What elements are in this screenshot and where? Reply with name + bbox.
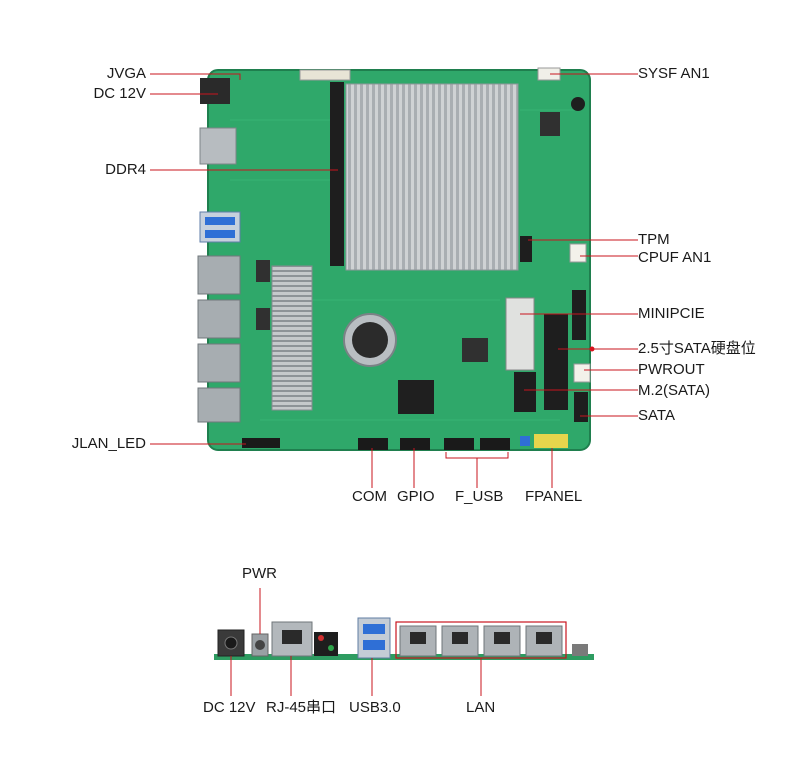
label-f-usb: F_USB	[455, 488, 504, 505]
rear-io-side-view	[214, 617, 594, 660]
fpanel-header	[534, 434, 568, 448]
minipcie-slot	[505, 297, 535, 371]
fusb-header-1	[444, 438, 474, 450]
chipset-heatsink	[271, 265, 313, 411]
rj45-serial-component	[199, 127, 237, 165]
lan-ports-component	[197, 255, 241, 423]
label-m2-sata: M.2(SATA)	[638, 382, 710, 399]
motherboard-top-view	[197, 67, 591, 451]
io-lan-ports	[399, 625, 563, 657]
label-gpio: GPIO	[397, 488, 435, 505]
label-minipcie: MINIPCIE	[638, 305, 705, 322]
label-lan: LAN	[466, 699, 496, 716]
label-tpm: TPM	[638, 231, 670, 248]
jlan-led-header	[242, 438, 280, 448]
leader-lines-bottom	[230, 588, 482, 696]
sata-25-dot	[589, 346, 595, 352]
label-dc12v: DC 12V	[93, 85, 146, 102]
label-com: COM	[352, 488, 387, 505]
leader-lines-top	[150, 73, 638, 488]
label-io-dc12v: DC 12V	[203, 699, 256, 716]
gpio-header	[400, 438, 430, 450]
label-fpanel: FPANEL	[525, 488, 583, 505]
label-usb30: USB3.0	[349, 699, 401, 716]
label-pwr: PWR	[242, 565, 277, 582]
m2-slot	[514, 372, 536, 412]
cpu-heatsink	[345, 83, 519, 271]
io-chip	[398, 380, 434, 414]
label-sysf-an1: SYSF AN1	[638, 65, 710, 82]
fusb-header-2	[480, 438, 510, 450]
tpm-header	[520, 236, 532, 262]
label-pwrout: PWROUT	[638, 361, 705, 378]
label-rj45-serial: RJ-45串口	[266, 699, 337, 716]
label-sata: SATA	[638, 407, 675, 424]
label-sata-25: 2.5寸SATA硬盘位	[638, 340, 756, 357]
dc-jack-component	[200, 78, 230, 104]
sata-25-bay	[544, 314, 568, 410]
label-jlan-led: JLAN_LED	[71, 435, 146, 452]
label-jvga: JVGA	[106, 65, 146, 82]
ddr4-slot-component	[330, 82, 344, 266]
buzzer	[571, 97, 585, 111]
label-cpuf-an1: CPUF AN1	[638, 249, 712, 266]
cpufan-connector	[569, 243, 587, 263]
com-header	[358, 438, 388, 450]
io-leds	[314, 632, 338, 656]
sata-connector	[574, 392, 588, 422]
label-ddr4: DDR4	[105, 161, 146, 178]
pwrout-connector	[573, 363, 591, 383]
jvga-connector	[299, 69, 351, 81]
